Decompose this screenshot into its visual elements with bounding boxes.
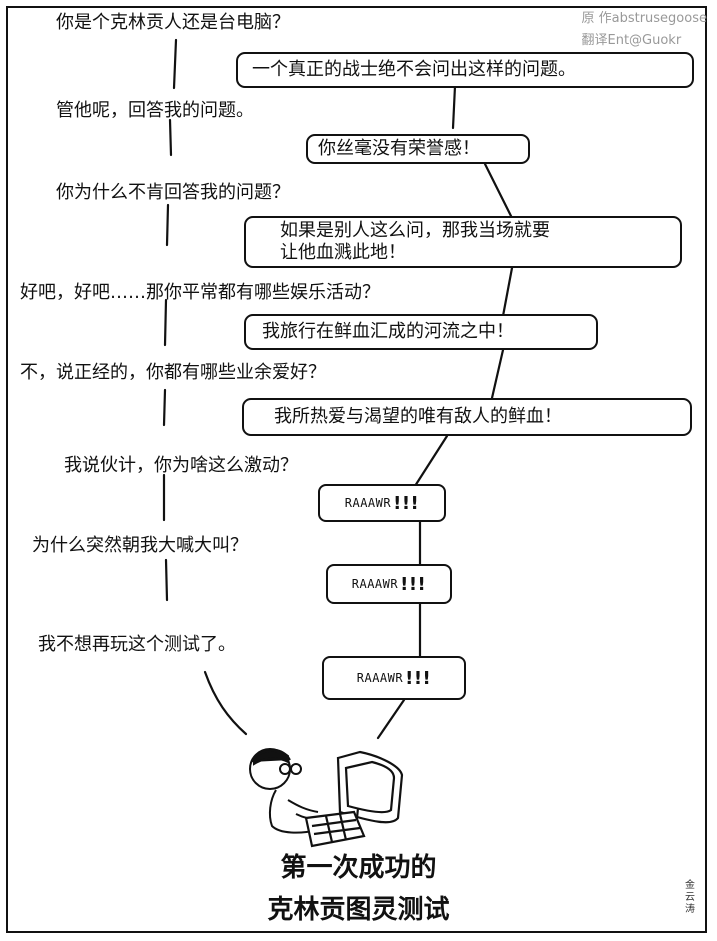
question-4: 好吧，好吧……那你平常都有哪些娱乐活动？ (20, 282, 380, 303)
credit-translation: 翻译Ent@Guokr (581, 33, 682, 48)
answer-bubble-2: 你丝毫没有荣誉感！ (306, 134, 530, 164)
question-2: 管他呢，回答我的问题。 (56, 100, 254, 121)
answer-bubble-1: 一个真正的战士绝不会问出这样的问题。 (236, 52, 694, 88)
answer-text-2: 你丝毫没有荣誉感！ (318, 138, 480, 159)
question-7: 为什么突然朝我大喊大叫？ (32, 535, 248, 556)
roar-text-3: RAAAWR (356, 671, 404, 685)
roar-text-1: RAAAWR (344, 496, 392, 510)
credit-original: 原 作abstrusegoose (581, 11, 707, 26)
computer-figure (304, 750, 404, 848)
roar-bang-2: !!! (400, 573, 427, 595)
question-6: 我说伙计，你为啥这么激动？ (64, 455, 298, 476)
roar-bubble-1: RAAAWR!!! (318, 484, 446, 522)
roar-bubble-3: RAAAWR!!! (322, 656, 466, 700)
answer-bubble-3: 如果是别人这么问，那我当场就要 让他血溅此地！ (244, 216, 682, 268)
answer-bubble-4: 我旅行在鲜血汇成的河流之中！ (244, 314, 598, 350)
question-5: 不，说正经的，你都有哪些业余爱好？ (20, 362, 326, 383)
answer-text-3a: 如果是别人这么问，那我当场就要 (280, 220, 550, 241)
answer-text-4: 我旅行在鲜血汇成的河流之中！ (262, 321, 514, 342)
answer-text-3b: 让他血溅此地！ (280, 242, 406, 263)
answer-bubble-5: 我所热爱与渴望的唯有敌人的鲜血！ (242, 398, 692, 436)
question-8: 我不想再玩这个测试了。 (38, 634, 236, 655)
caption-line-2: 克林贡图灵测试 (267, 895, 450, 925)
answer-text-5: 我所热爱与渴望的唯有敌人的鲜血！ (274, 406, 562, 427)
roar-bang-1: !!! (393, 492, 420, 514)
human-speech-line (162, 38, 248, 736)
roar-bang-3: !!! (405, 667, 432, 689)
question-1: 你是个克林贡人还是台电脑？ (56, 12, 290, 33)
roar-text-2: RAAAWR (351, 577, 399, 591)
question-3: 你为什么不肯回答我的问题？ (56, 182, 290, 203)
comic-frame (6, 6, 707, 933)
answer-text-1: 一个真正的战士绝不会问出这样的问题。 (252, 59, 576, 80)
roar-bubble-2: RAAAWR!!! (326, 564, 452, 604)
credit: 原 作abstrusegoose 翻译Ent@Guokr (581, 8, 707, 52)
artist-signature: 金云涛 (685, 880, 695, 915)
computer-speech-line (376, 84, 514, 740)
caption-line-1: 第一次成功的 (280, 853, 437, 883)
